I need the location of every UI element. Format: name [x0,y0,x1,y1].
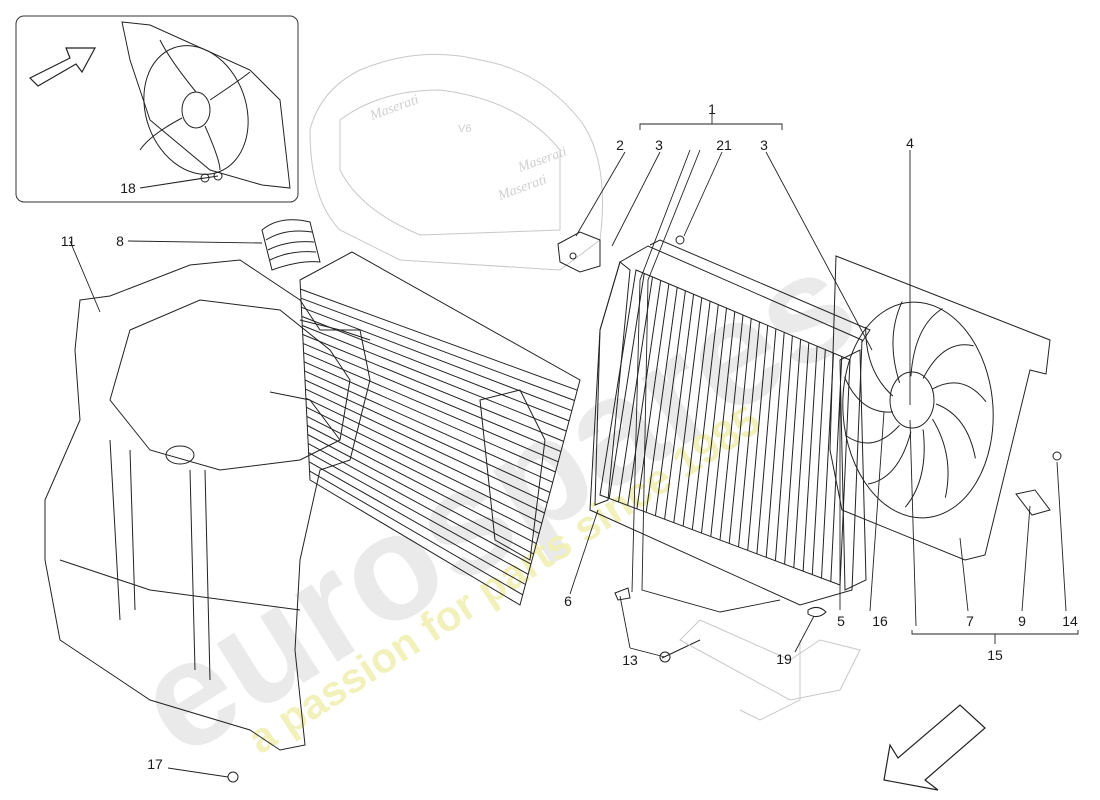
condenser-fins-line [307,434,534,555]
subframe [679,619,861,721]
callout-2: 2 [616,137,624,153]
fan-blades-line [922,344,974,379]
callout-3a: 3 [655,137,663,153]
radiator-fins-line [608,273,645,499]
radiator-fins-line [793,342,810,568]
callout-9: 9 [1018,613,1026,629]
condenser [299,251,581,606]
radiator-fins-line [710,311,736,537]
inset-detail [15,15,299,203]
callout-6: 6 [564,593,572,609]
bottom-direction-arrow-icon [883,704,986,791]
engine-cover-brand-right: Maserati [495,172,549,204]
radiator-fins-line [627,280,662,506]
watermark-main: eurospares [108,216,883,787]
callout-1: 1 [708,101,716,117]
fan-blades-line [845,424,900,444]
radiator-fins-line [701,308,727,534]
callout-labels: 1 2 3 3 4 5 6 7 8 9 11 13 14 15 16 17 18… [61,101,1078,772]
callout-13: 13 [622,652,638,668]
radiator-fins-line [618,276,653,502]
condenser-fins-line [305,388,548,504]
radiator-fins-line [802,346,818,572]
condenser-fins-line [305,397,545,514]
air-duct [44,259,371,751]
fan-assembly [829,255,1051,561]
radiator-fins-line [756,328,777,554]
condenser-fins-line [306,406,543,524]
bracket [557,231,601,273]
radiator-fins-line [691,304,719,530]
engine-cover-brand-left: Maserati [367,92,421,124]
leader-lines [69,110,1079,778]
fan-blades-line [867,431,912,485]
condenser-fins-line [307,425,537,545]
condenser-fins-line [303,343,562,453]
fan-blades-line [932,382,987,403]
radiator-fins-line [719,314,744,541]
callout-11: 11 [61,233,76,249]
callout-18: 18 [120,180,136,196]
fan-blades-line [935,403,976,459]
callout-7: 7 [966,613,974,629]
engine-cover-brand-center: Maserati [515,144,569,176]
direction-arrow-icon [28,47,97,87]
condenser-fins-line [308,452,529,575]
radiator-fins-line [774,335,793,561]
callout-8: 8 [116,233,124,249]
radiator-fins-line [784,339,802,565]
radiator-fins-line [728,318,752,544]
condenser-fins-line [309,470,523,596]
watermark: eurospares a passion for parts since 198… [108,216,883,787]
fan-blades-line [932,418,949,498]
pin-21 [675,235,685,245]
radiator-fins-line [654,290,686,516]
condenser-fins-line [304,370,553,483]
inset-fan-shroud [121,21,291,189]
fan-blades-line [865,326,894,397]
callout-19: 19 [776,651,792,667]
callout-21: 21 [716,137,732,153]
callout-14: 14 [1062,613,1078,629]
callout-15: 15 [987,647,1003,663]
condenser-fins-line [302,334,564,442]
radiator-fins-line [636,283,670,509]
radiator-fins-line [811,349,826,575]
condenser-fins-line [308,461,526,585]
radiator-fins-line [673,297,703,523]
fan-blades-line [892,301,903,383]
radiator-fins-line [664,294,695,520]
radiator-fins-line [645,287,678,513]
condenser-fins-line [300,288,578,391]
condenser-fins-line [303,361,556,473]
condenser-fins-line [307,443,532,565]
condenser-fins-line [301,315,570,422]
radiator-fins-line [747,325,769,551]
condenser-fins-line [300,297,575,401]
radiator-fins-line [738,321,760,547]
condenser-fins-line [302,325,567,432]
radiator-fins-line [765,332,785,558]
fan-blades-line [904,429,925,508]
callout-4: 4 [906,135,914,151]
rubber-seal [261,219,321,271]
radiator-fins-line [682,301,711,527]
condenser-fins-line [304,379,551,493]
condenser-fins-line [306,415,540,534]
callout-17: 17 [147,756,163,772]
fan-blades-line [910,308,943,377]
condenser-fins-line [303,352,559,463]
engine-cover-badge: V6 [458,123,471,135]
engine-cover: Maserati Maserati Maserati V6 [309,53,603,271]
callout-3b: 3 [760,137,768,153]
fan-blades-line [844,376,893,413]
condenser-fins-line [301,306,572,412]
callout-16: 16 [872,613,888,629]
callout-5: 5 [837,613,845,629]
